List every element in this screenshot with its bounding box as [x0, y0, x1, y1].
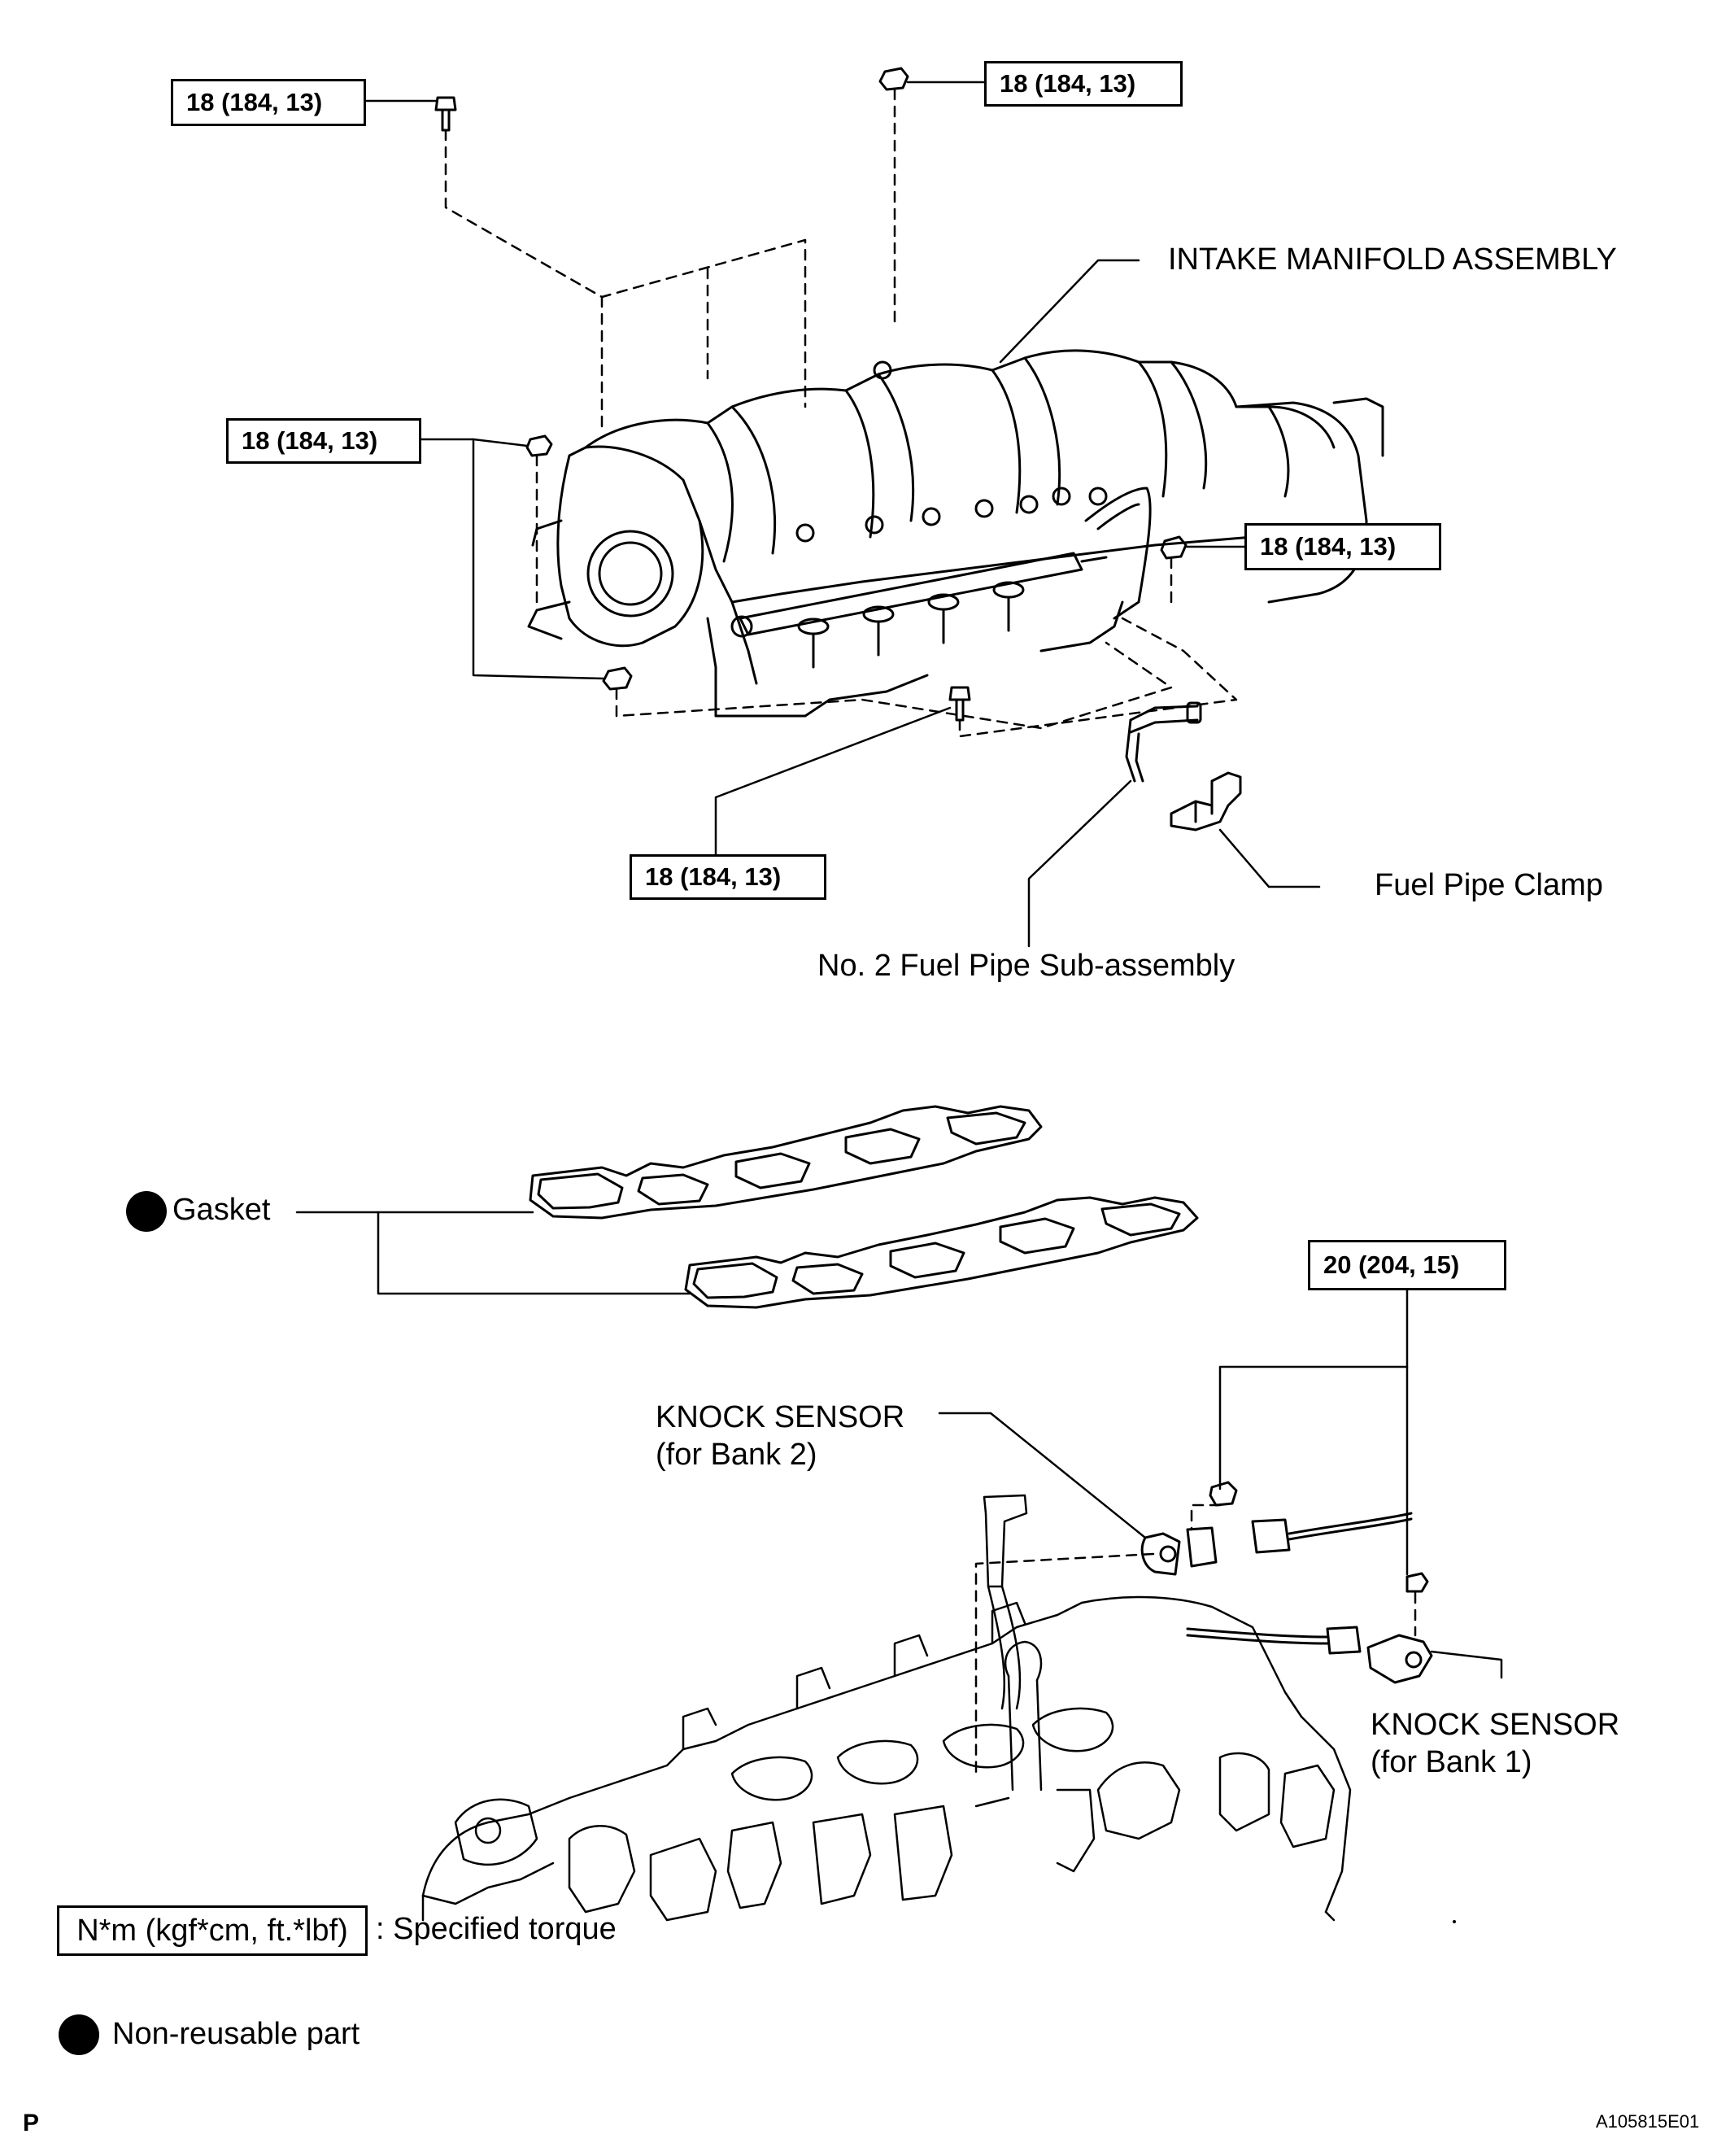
- knock-sensor-bank2-drawing: [1140, 1481, 1413, 1576]
- torque-spec-right: 18 (184, 13): [1244, 523, 1441, 570]
- nonreusable-marker-gasket: [126, 1191, 167, 1232]
- label-line: (for Bank 1): [1371, 1744, 1532, 1779]
- dashed-alignment-lines: [444, 88, 1417, 1775]
- label-line: KNOCK SENSOR: [1371, 1708, 1620, 1742]
- engine-block-drawing: [421, 1494, 1352, 1922]
- nonreusable-marker-legend: [59, 2014, 99, 2055]
- torque-spec-top-left: 18 (184, 13): [171, 79, 366, 126]
- knock-sensor-bank1-drawing: [1186, 1572, 1433, 1684]
- torque-value: 18 (184, 13): [1000, 69, 1136, 98]
- legend-torque-description: : Specified torque: [376, 1912, 617, 1946]
- torque-value: 20 (204, 15): [1323, 1250, 1460, 1279]
- torque-spec-knock-sensor: 20 (204, 15): [1308, 1240, 1506, 1290]
- legend-nonreusable-description: Non-reusable part: [112, 2017, 360, 2051]
- fuel-pipe-clamp-drawing: [1170, 771, 1242, 831]
- label-fuel-pipe-clamp: Fuel Pipe Clamp: [1375, 868, 1603, 902]
- legend-torque-unit: N*m (kgf*cm, ft.*lbf): [76, 1913, 348, 1948]
- torque-value: 18 (184, 13): [186, 88, 323, 116]
- torque-spec-left: 18 (184, 13): [226, 418, 421, 464]
- gasket-drawing: [529, 1105, 1199, 1309]
- legend-torque-unit-box: N*m (kgf*cm, ft.*lbf): [57, 1905, 368, 1956]
- fuel-pipe-drawing: [1125, 701, 1202, 783]
- label-no2-fuel-pipe: No. 2 Fuel Pipe Sub-assembly: [817, 949, 1235, 983]
- label-gasket: Gasket: [172, 1193, 271, 1227]
- label-intake-manifold-assembly: INTAKE MANIFOLD ASSEMBLY: [1168, 242, 1617, 277]
- torque-spec-top-right: 18 (184, 13): [984, 61, 1183, 107]
- label-knock-sensor-bank1: KNOCK SENSOR (for Bank 1): [1371, 1707, 1619, 1781]
- figure-code: A105815E01: [1596, 2111, 1700, 2132]
- torque-value: 18 (184, 13): [1260, 532, 1397, 561]
- page-letter: P: [23, 2110, 40, 2136]
- torque-value: 18 (184, 13): [645, 862, 782, 891]
- label-line: (for Bank 2): [656, 1437, 817, 1472]
- leader-lines: [295, 81, 1503, 1679]
- torque-spec-bottom: 18 (184, 13): [630, 854, 826, 900]
- torque-value: 18 (184, 13): [242, 426, 378, 455]
- label-knock-sensor-bank2: KNOCK SENSOR (for Bank 2): [656, 1399, 904, 1473]
- label-line: KNOCK SENSOR: [656, 1400, 905, 1434]
